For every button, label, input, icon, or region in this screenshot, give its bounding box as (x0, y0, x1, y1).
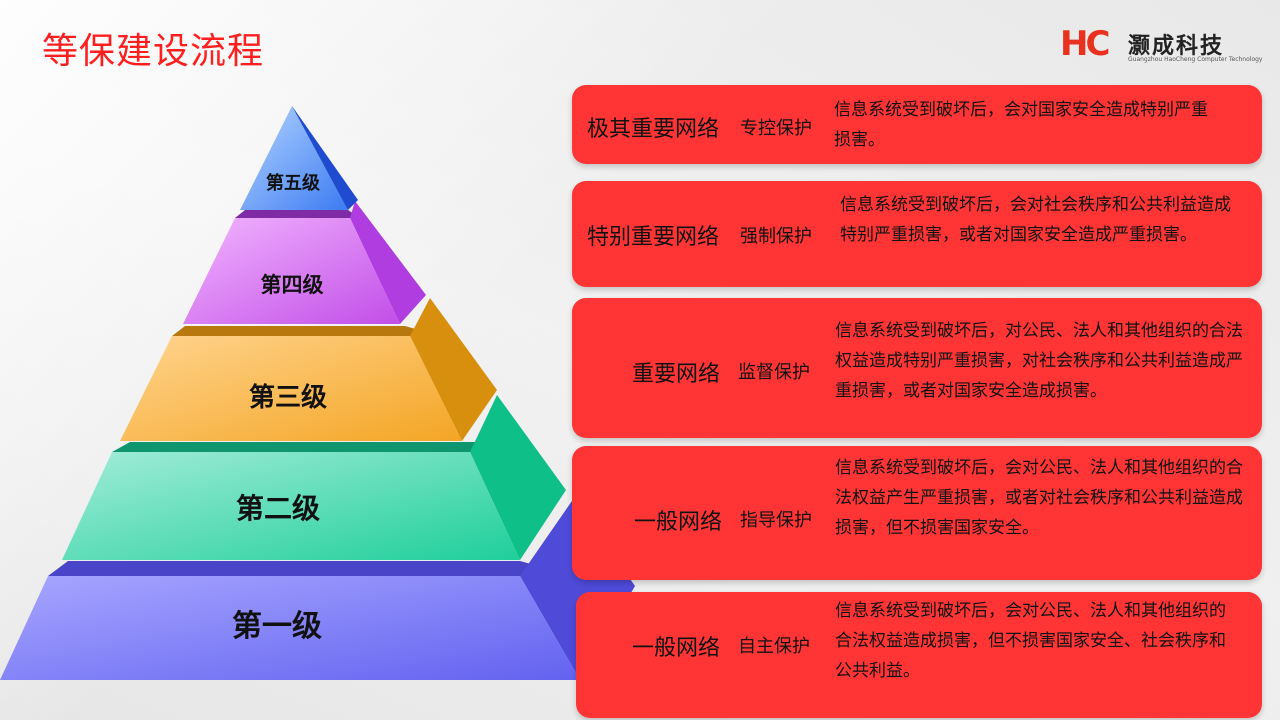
level-label-1: 第一级 (232, 609, 322, 644)
network-type: 重要网络 (632, 362, 721, 387)
level-label-3: 第三级 (249, 382, 327, 413)
logo-mark: HC (1060, 24, 1110, 64)
protection-mode: 强制保护 (740, 226, 812, 247)
impact-description: 信息系统受到破坏后，会对社会秩序和公共利益造成特别严重损害，或者对国家安全造成严… (840, 195, 1231, 245)
protection-mode: 自主保护 (738, 636, 810, 657)
network-type: 一般网络 (634, 510, 723, 535)
protection-card-level-2: 一般网络 指导保护 信息系统受到破坏后，会对公民、法人和其他组织的合法权益产生严… (572, 446, 1262, 580)
level-label-4: 第四级 (261, 273, 324, 297)
protection-mode: 专控保护 (740, 118, 812, 139)
network-type: 一般网络 (632, 636, 721, 661)
level-label-5: 第五级 (266, 172, 321, 194)
level-label-2: 第二级 (236, 492, 320, 525)
impact-description: 信息系统受到破坏后，会对国家安全造成特别严重损害。 (834, 100, 1208, 150)
pyramid-level-4 (183, 201, 426, 324)
impact-description: 信息系统受到破坏后，会对公民、法人和其他组织的合法权益造成损害，但不损害国家安全… (835, 601, 1226, 681)
page-title: 等保建设流程 (42, 31, 265, 72)
company-logo: HC 灏成科技 Guangzhou HaoCheng Computer Tech… (1060, 24, 1262, 68)
pyramid-level-5 (240, 106, 358, 210)
protection-card-level-3: 重要网络 监督保护 信息系统受到破坏后，对公民、法人和其他组织的合法权益造成特别… (572, 298, 1262, 438)
impact-description: 信息系统受到破坏后，对公民、法人和其他组织的合法权益造成特别严重损害，对社会秩序… (835, 321, 1243, 401)
protection-mode: 监督保护 (738, 362, 810, 383)
protection-card-level-5: 极其重要网络 专控保护 信息系统受到破坏后，会对国家安全造成特别严重损害。 (572, 85, 1262, 164)
protection-card-level-1: 一般网络 自主保护 信息系统受到破坏后，会对公民、法人和其他组织的合法权益造成损… (576, 592, 1262, 718)
network-type: 极其重要网络 (587, 117, 720, 142)
pyramid-level-3 (120, 298, 497, 441)
pyramid-level-2 (62, 395, 566, 560)
protection-mode: 指导保护 (740, 510, 812, 531)
network-type: 特别重要网络 (587, 225, 720, 250)
logo-name: 灏成科技 (1128, 34, 1225, 59)
impact-description: 信息系统受到破坏后，会对公民、法人和其他组织的合法权益产生严重损害，或者对社会秩… (835, 458, 1243, 538)
logo-subtitle: Guangzhou HaoCheng Computer Technology (1128, 56, 1263, 63)
protection-card-level-4: 特别重要网络 强制保护 信息系统受到破坏后，会对社会秩序和公共利益造成特别严重损… (572, 181, 1262, 287)
